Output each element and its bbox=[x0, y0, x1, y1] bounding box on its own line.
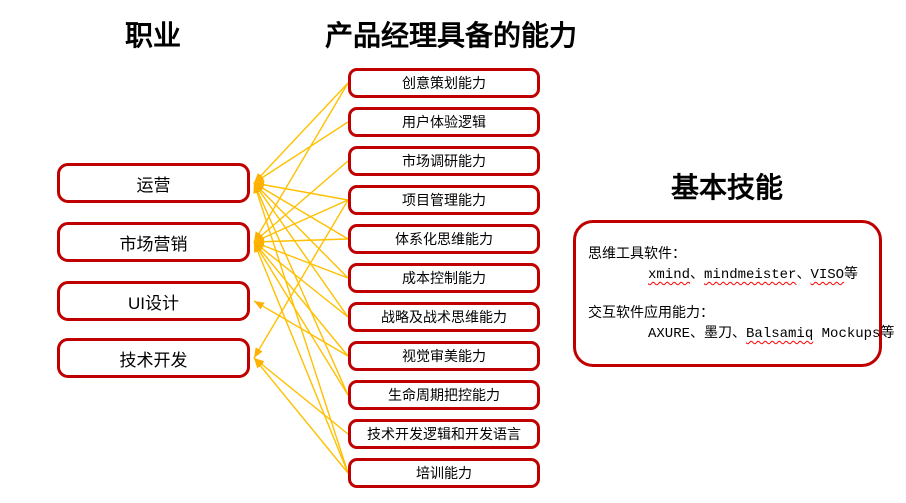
connector-line bbox=[253, 182, 349, 240]
connector-line bbox=[253, 199, 349, 359]
connector-line bbox=[253, 182, 349, 474]
skill-group-items: AXURE、墨刀、Balsamiq Mockups等 bbox=[648, 326, 894, 343]
ability-box: 市场调研能力 bbox=[348, 146, 540, 176]
misspelled-word: Balsamiq bbox=[746, 326, 814, 342]
connector-line bbox=[253, 160, 349, 243]
ability-box: 生命周期把控能力 bbox=[348, 380, 540, 410]
skill-item-text: AXURE bbox=[648, 326, 691, 342]
ability-box: 战略及战术思维能力 bbox=[348, 302, 540, 332]
professions-column-title: 职业 bbox=[124, 21, 182, 52]
connector-line bbox=[253, 357, 349, 435]
profession-box: 运营 bbox=[57, 163, 250, 203]
abilities-column-title: 产品经理具备的能力 bbox=[324, 21, 578, 52]
connector-line bbox=[253, 241, 349, 357]
skill-group-label: 思维工具软件： bbox=[588, 245, 686, 261]
connector-line bbox=[253, 241, 349, 474]
profession-box: 技术开发 bbox=[57, 338, 250, 378]
ability-box: 视觉审美能力 bbox=[348, 341, 540, 371]
connector-line bbox=[253, 241, 349, 279]
skill-group-items: xmind、mindmeister、VISO等 bbox=[648, 267, 869, 284]
basic-skills-panel: 思维工具软件： xmind、mindmeister、VISO等 交互软件应用能力… bbox=[573, 220, 894, 367]
connector-line bbox=[253, 82, 349, 243]
skill-item-text: 等 bbox=[844, 267, 859, 283]
connector-line bbox=[253, 121, 349, 184]
basic-skills-title: 基本技能 bbox=[670, 173, 784, 204]
skill-item-text: 、墨刀、 bbox=[690, 326, 747, 342]
connector-line bbox=[253, 237, 349, 246]
skill-group-prototyping-tools: 交互软件应用能力： AXURE、墨刀、Balsamiq Mockups等 bbox=[588, 304, 894, 343]
skill-item-text: 、 bbox=[796, 267, 811, 283]
connector-line bbox=[253, 199, 349, 243]
connector-line bbox=[253, 300, 349, 357]
ability-box: 项目管理能力 bbox=[348, 185, 540, 215]
connector-line bbox=[253, 241, 349, 318]
connector-line bbox=[253, 241, 349, 396]
misspelled-word: xmind bbox=[648, 267, 691, 283]
ability-box: 培训能力 bbox=[348, 458, 540, 488]
skill-item-text: Mockups等 bbox=[813, 326, 895, 342]
skill-group-label: 交互软件应用能力： bbox=[588, 304, 714, 320]
connector-line bbox=[253, 180, 349, 201]
connector-line bbox=[253, 182, 349, 396]
ability-box: 成本控制能力 bbox=[348, 263, 540, 293]
connector-line bbox=[253, 357, 349, 474]
profession-box: UI设计 bbox=[57, 281, 250, 321]
skill-group-mind-tools: 思维工具软件： xmind、mindmeister、VISO等 bbox=[588, 245, 869, 284]
misspelled-word: mindmeister bbox=[704, 267, 797, 283]
connector-line bbox=[253, 182, 349, 279]
skill-item-text: 、 bbox=[690, 267, 705, 283]
misspelled-word: VISO bbox=[810, 267, 845, 283]
connector-line bbox=[253, 82, 349, 184]
ability-box: 体系化思维能力 bbox=[348, 224, 540, 254]
profession-box: 市场营销 bbox=[57, 222, 250, 262]
ability-box: 技术开发逻辑和开发语言 bbox=[348, 419, 540, 449]
ability-box: 用户体验逻辑 bbox=[348, 107, 540, 137]
ability-box: 创意策划能力 bbox=[348, 68, 540, 98]
connector-line bbox=[253, 182, 349, 318]
